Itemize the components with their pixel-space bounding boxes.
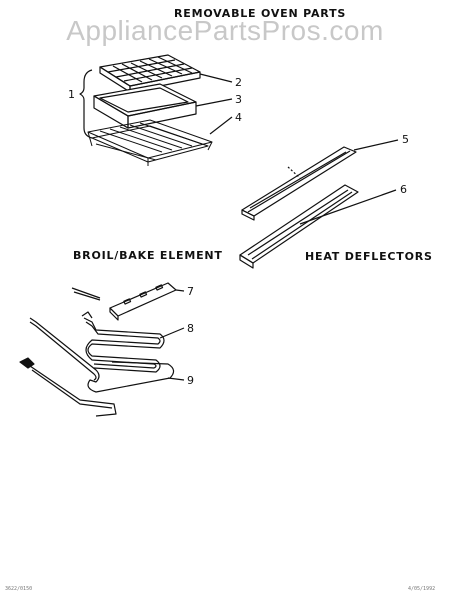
broil-bake-element-heading: BROIL/BAKE ELEMENT	[73, 249, 223, 262]
callout-1: 1	[68, 88, 75, 101]
footer-left-code: 3622/0150	[5, 586, 33, 592]
oven-rack	[87, 119, 213, 166]
callout-2: 2	[235, 76, 242, 89]
callout-9: 9	[187, 374, 194, 387]
callout-5: 5	[402, 133, 409, 146]
watermark-text: AppliancePartsPros.com	[66, 15, 384, 46]
callout-8: 8	[187, 322, 194, 335]
footer-right-code: 4/05/1992	[408, 586, 436, 592]
element-bracket	[71, 282, 185, 321]
heat-deflector-lower	[239, 184, 397, 269]
broil-element	[81, 311, 185, 373]
diagram-title: REMOVABLE OVEN PARTS	[174, 7, 347, 20]
bake-element	[19, 317, 185, 417]
callout-4: 4	[235, 111, 242, 124]
callout-1-bracket	[79, 69, 93, 139]
callout-3: 3	[235, 93, 242, 106]
broiler-pan-grid	[99, 54, 201, 93]
callout-6: 6	[400, 183, 407, 196]
heat-deflector-upper	[241, 139, 399, 221]
callout-7: 7	[187, 285, 194, 298]
heat-deflectors-heading: HEAT DEFLECTORS	[305, 250, 433, 263]
broiler-pan	[93, 83, 197, 129]
